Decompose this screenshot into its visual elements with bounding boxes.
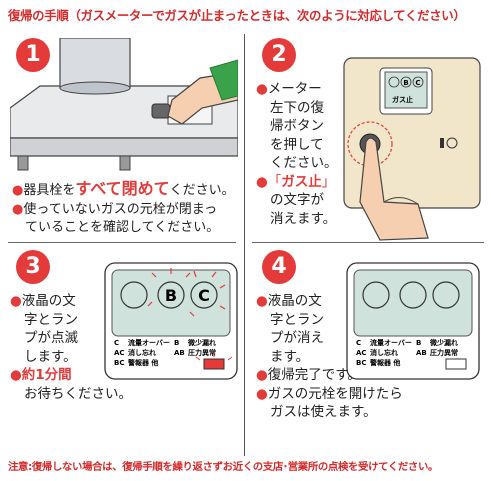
horizontal-divider-left — [8, 242, 236, 243]
horizontal-divider-right — [252, 242, 484, 243]
blink-marks — [147, 268, 226, 317]
svg-text:圧力異常: 圧力異常 — [188, 348, 216, 357]
step-2-emphasis: ガス止 — [281, 173, 322, 190]
panel-circle-3 — [432, 281, 460, 309]
stove-front — [10, 137, 238, 157]
panel-lamp-off — [445, 358, 467, 370]
step-1-emphasis: すべて閉めて — [75, 179, 170, 198]
step-4-panel: C 流量オーバー B 微少漏れ AC 消し忘れ AB 圧力異常 BC 警報器 他 — [346, 262, 480, 380]
svg-text:消し忘れ: 消し忘れ — [128, 348, 156, 357]
svg-text:流量オーバー: 流量オーバー — [370, 338, 412, 347]
svg-text:BC: BC — [356, 359, 366, 367]
panel-circle-1 — [362, 281, 390, 309]
sleeve — [209, 59, 238, 101]
svg-text:流量オーバー: 流量オーバー — [128, 338, 170, 347]
pot — [59, 38, 131, 89]
svg-text:C: C — [356, 339, 361, 347]
meter-badge-b — [400, 76, 412, 88]
panel-circle-1 — [120, 281, 148, 309]
panel-circle-2 — [399, 281, 427, 309]
step-1-line-2: ●使っていないガスの元栓が閉まっ — [12, 201, 218, 217]
meter-lamp-icon — [388, 76, 400, 88]
svg-text:AC: AC — [356, 349, 367, 357]
panel-display — [353, 269, 473, 337]
finger-icon — [359, 137, 429, 241]
stove-leg-left — [17, 155, 29, 171]
svg-text:C: C — [114, 339, 119, 347]
svg-text:AB: AB — [416, 349, 427, 357]
vertical-divider — [244, 34, 245, 456]
svg-text:B: B — [165, 286, 177, 305]
panel-legend: C 流量オーバー B 微少漏れ AC 消し忘れ AB 圧力異常 BC 警報器 他 — [356, 338, 458, 367]
footer-note: 注意:復帰しない場合は、復帰手順を繰り返さずお近くの支店･営業所の点検を受けてく… — [8, 461, 439, 473]
step-2-meter-illustration: B C ガス止 — [343, 57, 481, 241]
meter-mark-circle — [446, 137, 458, 149]
panel-legend: C 流量オーバー B 微少漏れ AC 消し忘れ AB 圧力異常 BC 警報器 他 — [114, 338, 216, 367]
svg-text:微少漏れ: 微少漏れ — [187, 338, 216, 347]
svg-text:AC: AC — [114, 349, 125, 357]
svg-text:消し忘れ: 消し忘れ — [370, 348, 398, 357]
panel-circle-b — [157, 281, 185, 309]
svg-text:C: C — [198, 286, 210, 305]
stove-leg-right — [119, 155, 131, 171]
svg-text:C: C — [415, 79, 420, 87]
svg-text:B: B — [416, 339, 421, 347]
meter-mark — [440, 138, 444, 148]
svg-text:圧力異常: 圧力異常 — [430, 348, 458, 357]
step-3-number: 3 — [16, 250, 50, 284]
reset-button-highlight — [347, 121, 393, 167]
knob-icon — [151, 103, 171, 119]
svg-text:B: B — [174, 339, 179, 347]
svg-text:AB: AB — [174, 349, 185, 357]
svg-text:B: B — [403, 79, 408, 87]
step-1-number: 1 — [16, 38, 50, 72]
meter-display-text: ガス止 — [392, 95, 413, 104]
step-4-number: 4 — [262, 250, 296, 284]
step-3-emphasis: 約1分間 — [21, 367, 72, 383]
step-4-text: ●液晶の文 字とラン プが消え ます。 ●復帰完了です。 ●ガスの元栓を開けたら… — [256, 293, 403, 420]
step-3-panel: B C C 流量オーバー B 微少漏れ AC 消し忘れ AB 圧力異常 BC 警… — [104, 262, 238, 380]
panel-lamp-on — [203, 358, 225, 370]
panel-circle-c — [190, 281, 218, 309]
step-1-illustration — [10, 38, 238, 171]
step-3-text: ●液晶の文 字とラン プが点滅 します。 ●約1分間 お待ちください。 — [10, 293, 132, 402]
page-title: 復帰の手順（ガスメーターでガスが止まったときは、次のように対応してください） — [8, 8, 466, 23]
svg-text:微少漏れ: 微少漏れ — [429, 338, 458, 347]
step-1-line-3: ていることを確認してください。 — [25, 220, 220, 235]
svg-text:警報器 他: 警報器 他 — [370, 358, 400, 367]
pot-base — [59, 81, 131, 95]
step-2-number: 2 — [262, 38, 296, 72]
step-1-line-1: ●器具栓をすべて閉めてください。 — [12, 179, 235, 198]
step-1-text: ●器具栓をすべて閉めてください。 ●使っていないガスの元栓が閉まっ ていることを… — [12, 179, 235, 238]
meter-display — [384, 71, 428, 109]
meter-badge-c — [412, 76, 424, 88]
svg-text:BC: BC — [114, 359, 124, 367]
svg-text:警報器 他: 警報器 他 — [128, 358, 158, 367]
step-2-text: ●メーター 左下の復 帰ボタン を押して ください。 ●「ガス止」 の文字が 消… — [256, 81, 338, 227]
